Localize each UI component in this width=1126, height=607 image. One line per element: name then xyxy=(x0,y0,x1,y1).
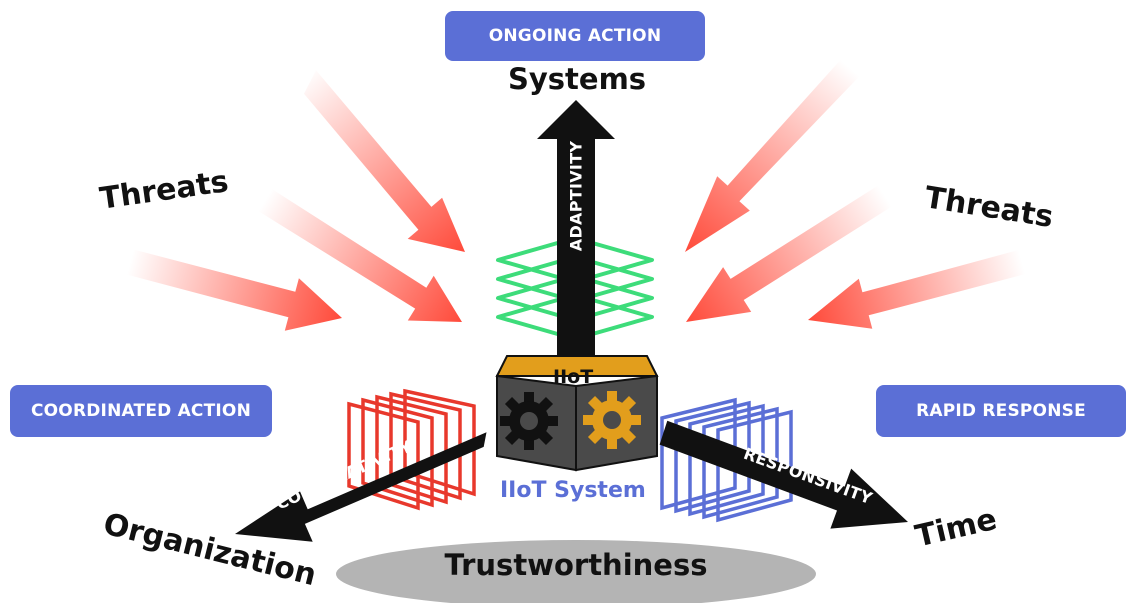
threat-arrows-left xyxy=(126,70,465,331)
cooperativity-arrow xyxy=(235,432,487,542)
iiot-system-caption: IIoT System xyxy=(500,478,646,503)
gear-icon xyxy=(583,391,641,449)
threat-arrow xyxy=(304,70,465,252)
adaptivity-arrow xyxy=(537,100,615,365)
cooperativity-frames xyxy=(347,388,476,511)
trustworthiness-label: Trustworthiness xyxy=(444,548,708,582)
responsivity-frames xyxy=(660,397,793,523)
rapid-response-label: RAPID RESPONSE xyxy=(916,401,1086,421)
ongoing-action-label: ONGOING ACTION xyxy=(488,26,662,46)
threat-arrow xyxy=(686,185,892,322)
rapid-response-badge: RAPID RESPONSE xyxy=(876,385,1126,437)
cube-top-face xyxy=(495,355,659,377)
coordinated-action-badge: COORDINATED ACTION xyxy=(10,385,272,437)
coordinated-action-label: COORDINATED ACTION xyxy=(30,401,252,421)
responsivity-arrow xyxy=(659,420,908,529)
iiot-cube xyxy=(495,355,659,472)
threat-arrow xyxy=(808,249,1026,329)
systems-label: Systems xyxy=(508,62,647,96)
threat-arrows-right xyxy=(685,59,1026,329)
cube-top-label: IIoT xyxy=(553,366,594,388)
trustworthiness-base xyxy=(336,540,816,607)
ongoing-action-badge: ONGOING ACTION xyxy=(445,11,705,61)
gear-icon xyxy=(500,392,558,450)
adaptivity-label: ADAPTIVITY xyxy=(566,140,586,252)
threat-arrow xyxy=(126,249,343,331)
threat-arrow xyxy=(258,189,462,322)
threat-arrow xyxy=(685,59,860,252)
